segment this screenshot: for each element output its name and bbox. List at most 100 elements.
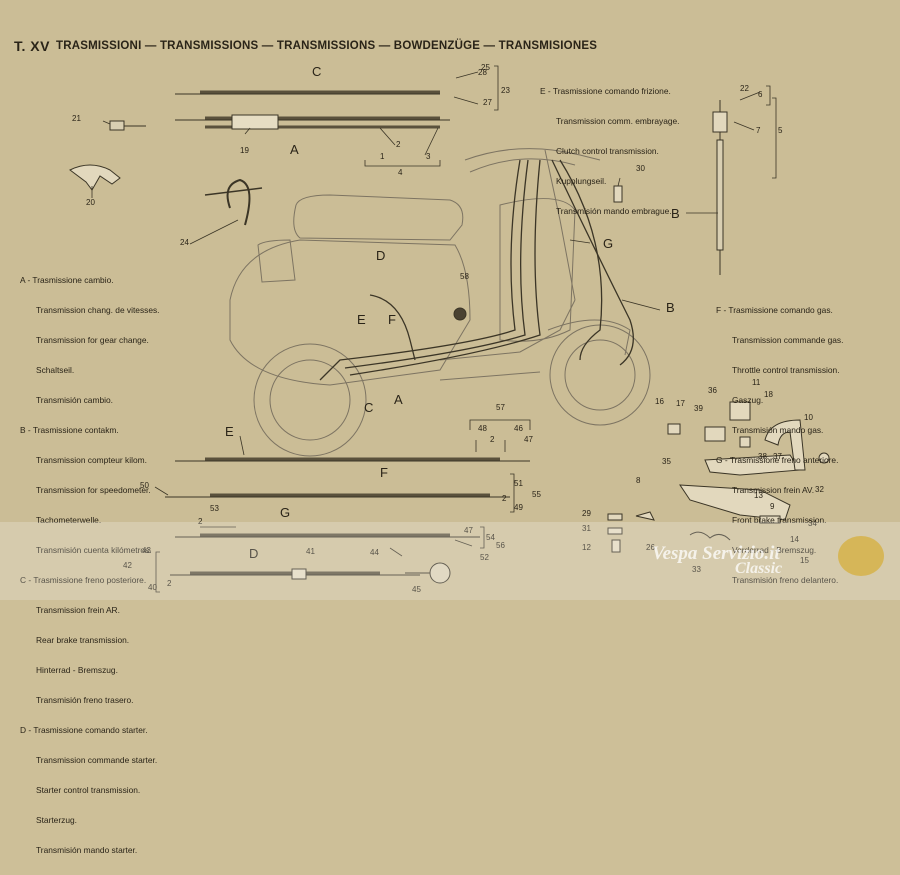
part-2-top: 2 — [396, 140, 401, 149]
legend-f-l4: Transmisión mando gas. — [732, 425, 824, 435]
part-45: 45 — [412, 585, 421, 594]
letter-f-cable: F — [380, 465, 388, 480]
part-28: 28 — [478, 68, 487, 77]
part-57: 57 — [496, 403, 505, 412]
legend-e-l0: E - Trasmissione comando frizione. — [540, 86, 671, 96]
letter-f-scooter: F — [388, 312, 396, 327]
part-34: 34 — [808, 519, 817, 528]
legend-a-l0: A - Trasmissione cambio. — [20, 275, 114, 285]
legend-f-l2: Throttle control transmission. — [732, 365, 840, 375]
part-25: 25 — [481, 63, 490, 72]
letter-g-scooter: G — [603, 236, 614, 251]
part-38: 38 — [758, 452, 767, 461]
part-9: 9 — [770, 502, 775, 511]
watermark-logo — [838, 536, 884, 576]
part-35: 35 — [662, 457, 671, 466]
legend-c-l4: Transmisión freno trasero. — [36, 695, 134, 705]
part-2-f: 2 — [502, 494, 507, 503]
part-33: 33 — [692, 565, 701, 574]
loose-cables-lower — [165, 457, 530, 584]
letter-d-cable: D — [249, 546, 259, 561]
part-26: 26 — [646, 543, 655, 552]
legend-g-l3: Vorderrad - Bremszug. — [732, 545, 817, 555]
diagram-page: T. XV TRASMISSIONI — TRANSMISSIONS — TRA… — [0, 38, 900, 855]
part-11: 11 — [752, 378, 761, 387]
part-37: 37 — [773, 452, 782, 461]
part-55: 55 — [532, 490, 541, 499]
letter-b-scooter: B — [666, 300, 675, 315]
legend-a-l1: Transmission chang. de vitesses. — [36, 305, 160, 315]
table-code: T. XV — [14, 38, 50, 54]
part-6: 6 — [758, 90, 763, 99]
brake-pedal-assembly — [607, 401, 830, 553]
watermark-line1: Vespa Servizio.it — [652, 543, 780, 564]
legend-d-l0: D - Trasmissione comando starter. — [20, 725, 148, 735]
part-20: 20 — [86, 198, 95, 207]
legend-d-l1: Transmission commande starter. — [36, 755, 158, 765]
part-7: 7 — [756, 126, 761, 135]
legend-top: E - Trasmissione comando frizione. Trans… — [540, 66, 680, 236]
part-12: 12 — [582, 543, 591, 552]
legend-g-l1: Transmission frein AV. — [732, 485, 815, 495]
part-10: 10 — [804, 413, 813, 422]
legend-a-l3: Schaltseil. — [36, 365, 75, 375]
legend-f-l0: F - Trasmissione comando gas. — [716, 305, 833, 315]
part-16: 16 — [655, 397, 664, 406]
part-41: 41 — [306, 547, 315, 556]
part-19: 19 — [240, 146, 249, 155]
part-56: 56 — [496, 541, 505, 550]
legend-f-l3: Gaszug. — [732, 395, 764, 405]
legend-e-l2: Clutch control transmission. — [556, 146, 659, 156]
scooter-outline — [229, 148, 651, 457]
part-48: 48 — [478, 424, 487, 433]
letter-c-scooter: C — [364, 400, 374, 415]
legend-b-l1: Transmission compteur kilom. — [36, 455, 147, 465]
letter-e-scooter: E — [357, 312, 366, 327]
part-46: 46 — [514, 424, 523, 433]
part-47-g: 47 — [464, 526, 473, 535]
parts-drawing — [69, 65, 830, 593]
part-50: 50 — [140, 481, 149, 490]
legend-d-l4: Transmisión mando starter. — [36, 845, 138, 855]
legend-e-l4: Transmisión mando embrague. — [556, 206, 672, 216]
part-14: 14 — [790, 535, 799, 544]
part-49: 49 — [514, 503, 523, 512]
part-3: 3 — [426, 152, 431, 161]
legend-d-l3: Starterzug. — [36, 815, 77, 825]
legend-right: F - Trasmissione comando gas. Transmissi… — [716, 285, 843, 605]
part-27: 27 — [483, 98, 492, 107]
legend-a-l4: Transmisión cambio. — [36, 395, 113, 405]
part-42: 42 — [123, 561, 132, 570]
part-15: 15 — [800, 556, 809, 565]
legend-c-l0: C - Trasmissione freno posteriore. — [20, 575, 147, 585]
part-51: 51 — [514, 479, 523, 488]
letter-b-right: B — [671, 206, 680, 221]
legend-c-l3: Hinterrad - Bremszug. — [36, 665, 118, 675]
part-54: 54 — [486, 533, 495, 542]
legend-b-l3: Tachometerwelle. — [36, 515, 102, 525]
part-24: 24 — [180, 238, 189, 247]
part-43: 43 — [142, 546, 151, 555]
legend-g-l0: G - Trasmissione freno anteriore. — [716, 455, 839, 465]
part-2-e: 2 — [490, 435, 495, 444]
part-22: 22 — [740, 84, 749, 93]
letter-a-top: A — [290, 142, 299, 157]
legend-a-l2: Transmission for gear change. — [36, 335, 149, 345]
part-53: 53 — [210, 504, 219, 513]
part-52: 52 — [480, 553, 489, 562]
part-21: 21 — [72, 114, 81, 123]
legend-c-l2: Rear brake transmission. — [36, 635, 130, 645]
part-8: 8 — [636, 476, 641, 485]
legend-b-l4: Transmisión cuenta kilómetros. — [36, 545, 152, 555]
letter-a-scooter: A — [394, 392, 403, 407]
part-1: 1 — [380, 152, 385, 161]
part-47-e: 47 — [524, 435, 533, 444]
part-2-d: 2 — [167, 579, 172, 588]
watermark-line2: Classic — [735, 560, 783, 577]
letter-e-cable: E — [225, 424, 234, 439]
part-13: 13 — [754, 491, 763, 500]
part-29: 29 — [582, 509, 591, 518]
letter-d-scooter: D — [376, 248, 386, 263]
part-39: 39 — [694, 404, 703, 413]
part-32: 32 — [815, 485, 824, 494]
